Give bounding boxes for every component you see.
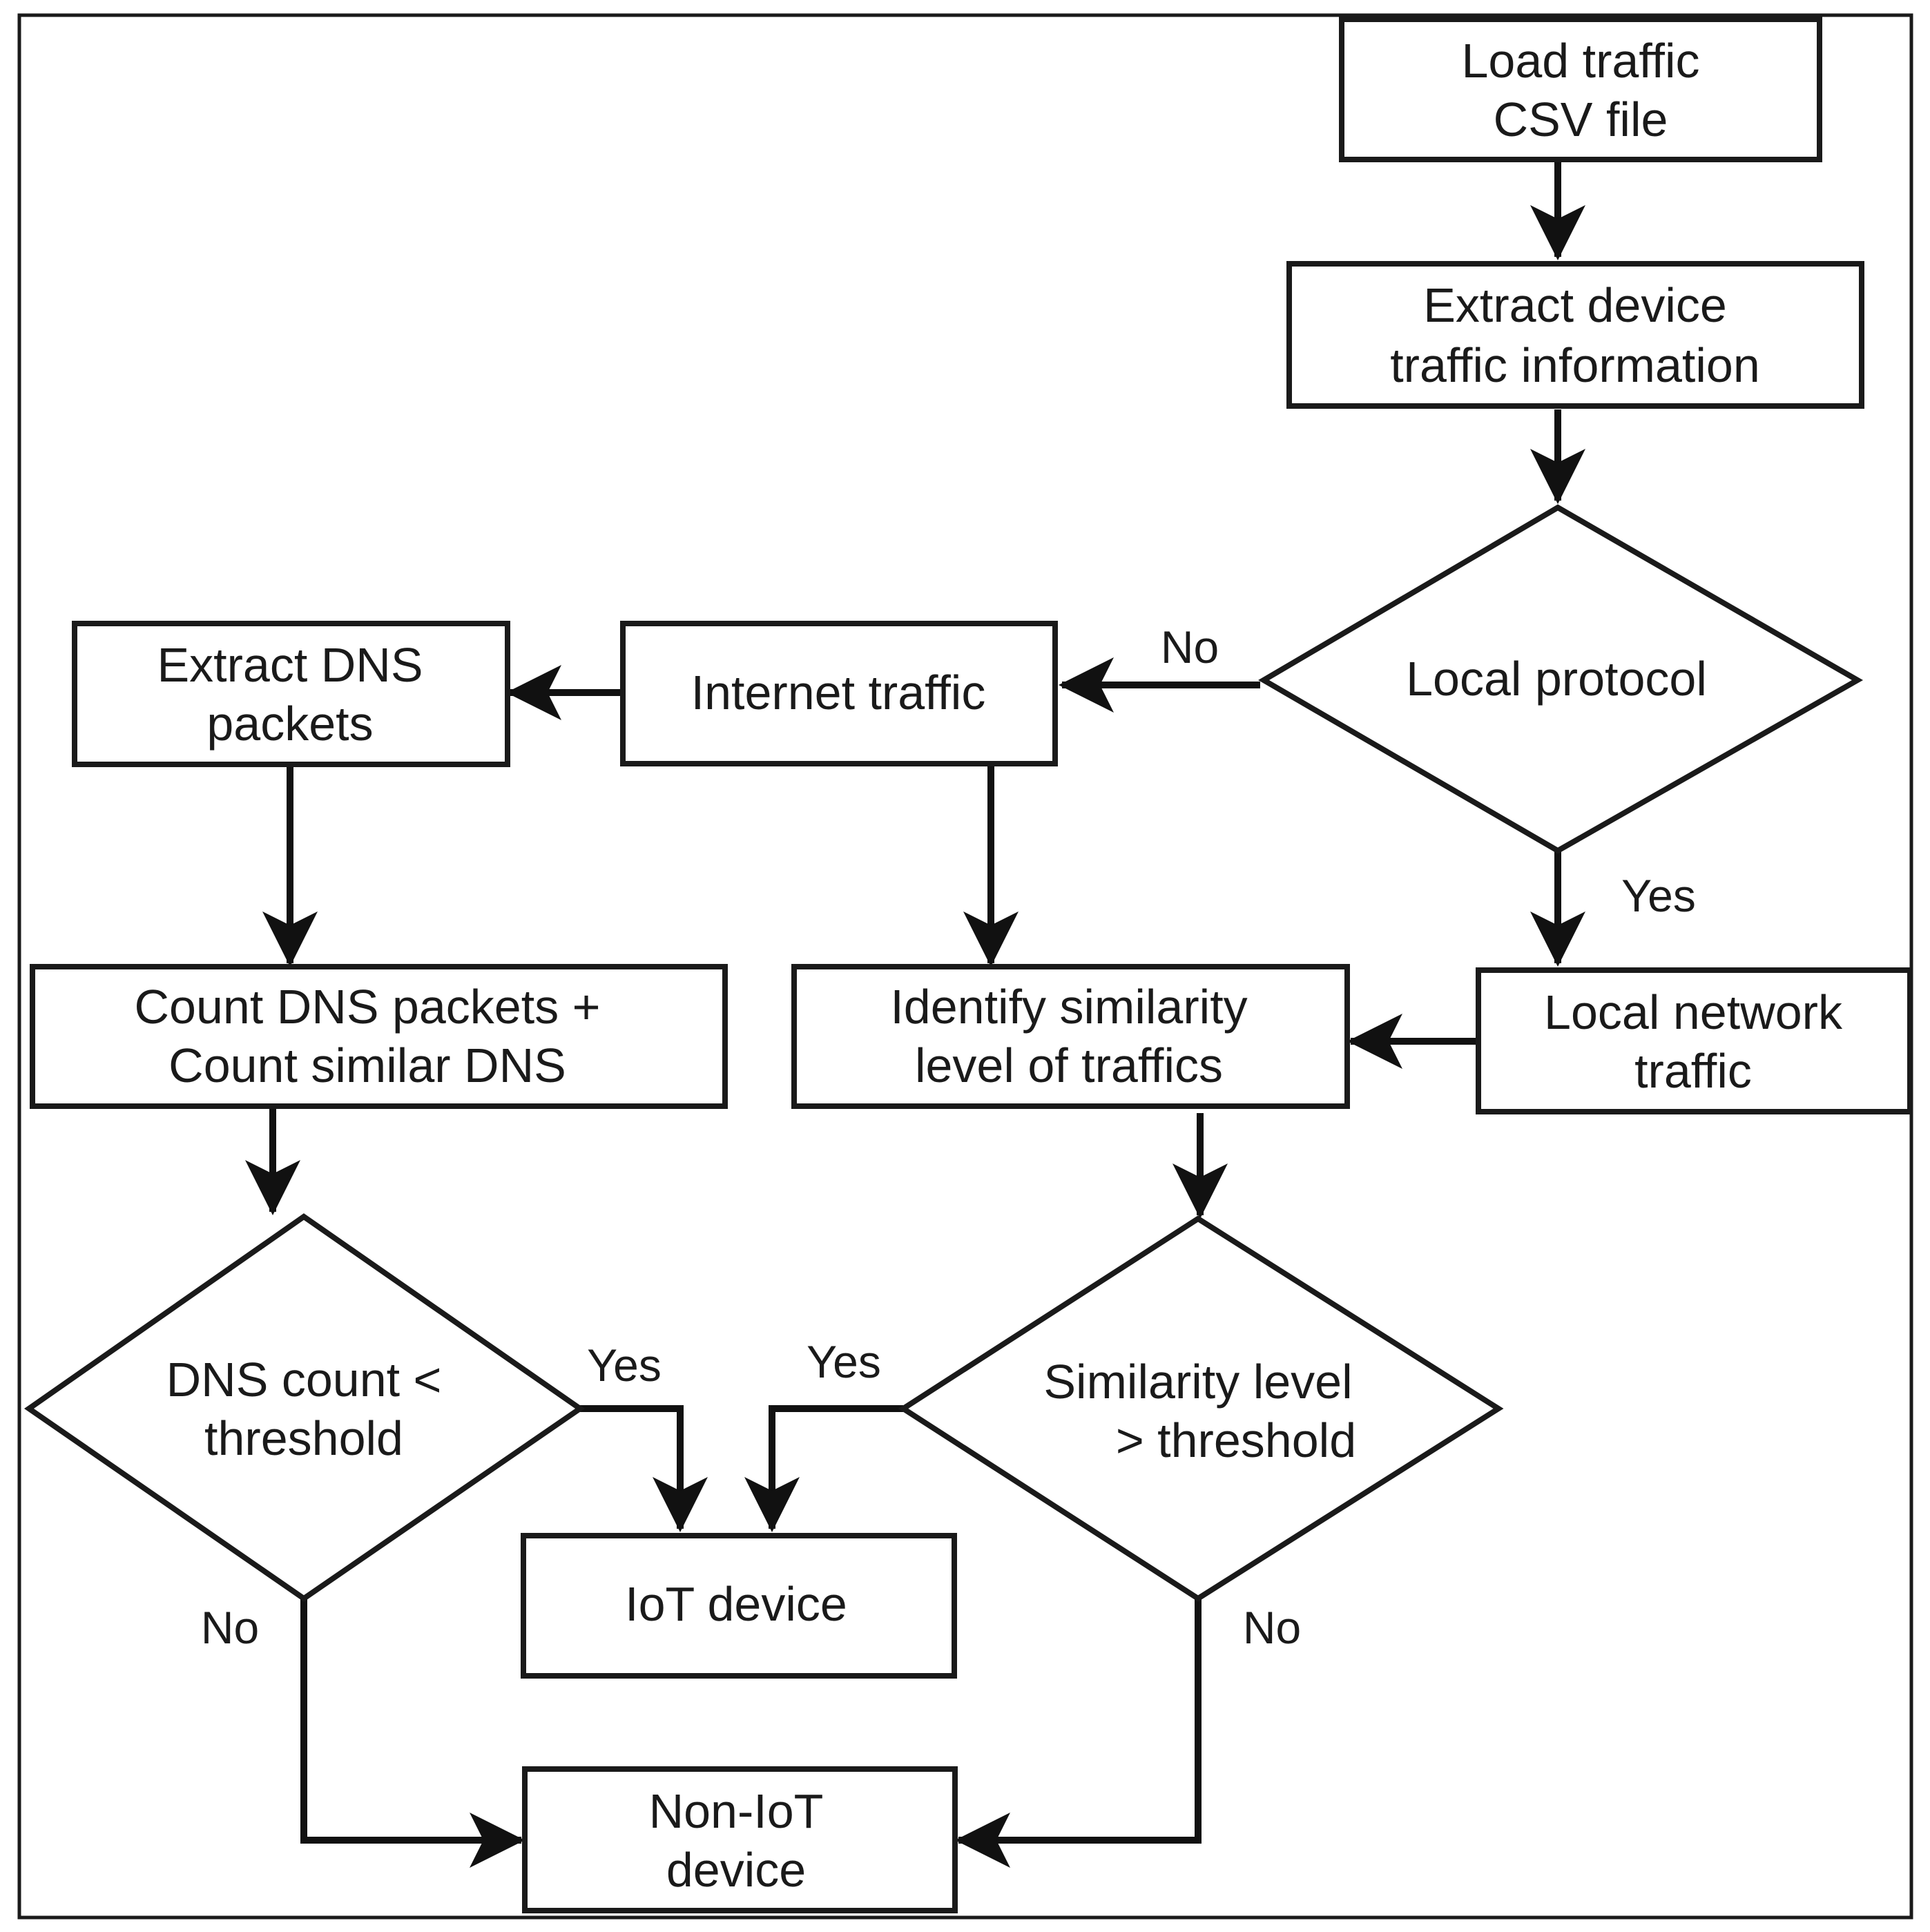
process-box [72, 621, 510, 767]
edge-label-dns-yes: Yes [587, 1340, 662, 1391]
node-text-line: Internet traffic [691, 666, 986, 719]
node-text-line: Non-IoT [649, 1784, 824, 1838]
edge-similarity-yes-to-iot [744, 1405, 903, 1532]
process-box [620, 621, 1058, 766]
edge-label-dns-no: No [201, 1602, 259, 1653]
process-box [1286, 261, 1864, 409]
process-box [30, 964, 728, 1109]
node-dns-threshold: DNS count < threshold [23, 1213, 586, 1602]
node-load-csv: Load traffic CSV file [1339, 17, 1822, 162]
node-text-line: > threshold [1116, 1413, 1356, 1467]
node-text-line: Count similar DNS [168, 1039, 566, 1092]
decision-diamond [23, 1213, 586, 1602]
edges [245, 162, 1585, 1868]
node-text-line: traffic [1634, 1044, 1752, 1098]
node-extract-dns-packets: Extract DNS packets [72, 621, 510, 767]
decision-diamond [1258, 504, 1864, 854]
edge-dns-yes-to-iot [580, 1405, 708, 1532]
edge-dns-no-to-non-iot [300, 1598, 525, 1868]
node-similarity-threshold: Similarity level > threshold [898, 1215, 1504, 1602]
edge-label-protocol-no: No [1161, 621, 1219, 673]
node-local-protocol: Local protocol [1258, 504, 1864, 854]
node-text-line: CSV file [1494, 93, 1668, 146]
node-iot-device: IoT device [521, 1533, 957, 1679]
process-box [791, 964, 1350, 1109]
node-text-line: Count DNS packets + [134, 980, 600, 1034]
node-text-line: traffic information [1390, 338, 1760, 392]
node-text-line: IoT device [625, 1577, 847, 1631]
node-internet-traffic: Internet traffic [620, 621, 1058, 766]
node-text-line: level of traffics [915, 1039, 1223, 1092]
node-text-line: Local network [1544, 985, 1843, 1039]
node-text-line: packets [206, 697, 373, 751]
node-non-iot-device: Non-IoT device [522, 1766, 958, 1913]
edge-similarity-no-to-non-iot [955, 1598, 1202, 1868]
node-local-network-traffic: Local network traffic [1476, 967, 1913, 1114]
node-text-line: Local protocol [1406, 652, 1707, 706]
node-extract-device-info: Extract device traffic information [1286, 261, 1864, 409]
edge-labels: No Yes Yes Yes No No [201, 621, 1696, 1653]
edge-label-similarity-yes: Yes [807, 1336, 881, 1387]
edge-label-protocol-yes: Yes [1621, 870, 1696, 921]
node-text-line: DNS count < [166, 1353, 442, 1407]
node-count-dns: Count DNS packets + Count similar DNS [30, 964, 728, 1109]
node-text-line: Extract DNS [157, 638, 423, 692]
decision-diamond [898, 1215, 1504, 1602]
process-box [1339, 17, 1822, 162]
node-identify-similarity: Identify similarity level of traffics [791, 964, 1350, 1109]
node-text-line: threshold [204, 1411, 403, 1465]
process-box [1476, 967, 1913, 1114]
node-text-line: Extract device [1423, 278, 1727, 332]
node-text-line: Load traffic [1461, 34, 1699, 88]
node-text-line: Identify similarity [890, 980, 1247, 1034]
node-text-line: device [666, 1843, 806, 1897]
node-text-line: Similarity level [1043, 1355, 1352, 1409]
edge-label-similarity-no: No [1243, 1602, 1301, 1653]
process-box [521, 1533, 957, 1679]
process-box [522, 1766, 958, 1913]
